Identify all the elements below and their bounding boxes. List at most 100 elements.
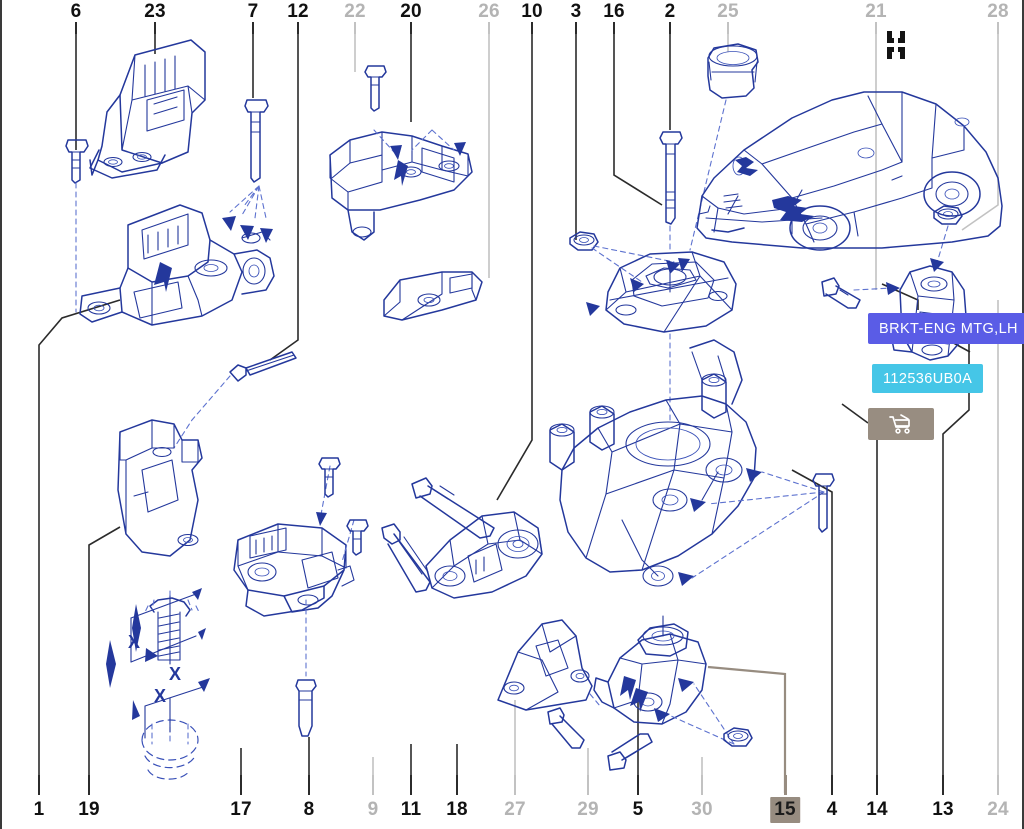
callout-25[interactable]: 25 xyxy=(717,1,739,22)
callout-17[interactable]: 17 xyxy=(230,799,252,820)
callout-13[interactable]: 13 xyxy=(932,799,954,820)
callout-tick-28 xyxy=(997,22,999,34)
callout-18[interactable]: 18 xyxy=(446,799,468,820)
callout-tick-18 xyxy=(456,775,458,795)
vehicle-illustration xyxy=(696,91,1003,251)
callout-tick-19 xyxy=(88,775,90,795)
callout-tick-21 xyxy=(875,22,877,34)
callout-1[interactable]: 1 xyxy=(33,799,45,820)
callout-8[interactable]: 8 xyxy=(303,799,315,820)
callout-10[interactable]: 10 xyxy=(521,1,543,22)
callout-2[interactable]: 2 xyxy=(664,1,676,22)
torque-legend-nut: X xyxy=(132,678,210,780)
callout-tick-10 xyxy=(531,22,533,34)
callout-tick-15 xyxy=(784,775,787,795)
part-10-long-bolt xyxy=(411,477,495,539)
callout-tick-16 xyxy=(613,22,615,34)
callout-5[interactable]: 5 xyxy=(632,799,644,820)
callout-tick-14 xyxy=(876,775,878,795)
callout-tick-2 xyxy=(669,22,671,34)
callout-tick-9 xyxy=(372,775,374,795)
callout-3[interactable]: 3 xyxy=(570,1,582,22)
callout-16[interactable]: 16 xyxy=(603,1,625,22)
part-26-cover xyxy=(383,271,483,321)
part-9-bolt-upper xyxy=(318,457,341,498)
part-11-rod xyxy=(381,523,431,593)
callout-22[interactable]: 22 xyxy=(344,1,366,22)
callout-tick-13 xyxy=(942,775,944,795)
part-1-mount-assembly xyxy=(79,185,275,326)
part-25-bush xyxy=(689,43,759,251)
callout-9[interactable]: 9 xyxy=(367,799,379,820)
part-30-nut xyxy=(723,727,753,747)
leader-lines xyxy=(38,22,999,793)
callout-12[interactable]: 12 xyxy=(287,1,309,22)
part-19-bracket xyxy=(117,419,203,557)
part-5-bolt xyxy=(607,733,653,771)
callout-19[interactable]: 19 xyxy=(78,799,100,820)
part-3-nut xyxy=(569,231,680,292)
part-4-bolt xyxy=(812,473,835,533)
part-23-bracket xyxy=(89,39,206,179)
callout-tick-29 xyxy=(587,775,589,795)
part-17-mount xyxy=(233,465,355,617)
callout-20[interactable]: 20 xyxy=(400,1,422,22)
svg-text:X: X xyxy=(169,664,181,684)
callout-24[interactable]: 24 xyxy=(987,799,1009,820)
part-6-bolt xyxy=(65,139,89,313)
svg-text:X: X xyxy=(128,632,140,652)
part-21-bolt xyxy=(821,277,861,309)
crosshair-markers xyxy=(887,31,905,59)
callout-26[interactable]: 26 xyxy=(478,1,500,22)
callout-tick-5 xyxy=(637,775,639,795)
callout-tick-26 xyxy=(488,22,490,34)
callout-28[interactable]: 28 xyxy=(987,1,1009,22)
part-8-bolt xyxy=(295,599,317,737)
callout-tick-1 xyxy=(38,775,40,795)
callout-tick-12 xyxy=(297,22,299,34)
part-16-engine-mount xyxy=(586,225,737,421)
callout-tick-27 xyxy=(514,775,516,795)
callout-6[interactable]: 6 xyxy=(70,1,82,22)
part-15-component xyxy=(593,615,735,745)
callout-tick-4 xyxy=(831,775,833,795)
part-name-tag[interactable]: BRKT-ENG MTG,LH xyxy=(868,313,1024,344)
callout-27[interactable]: 27 xyxy=(504,799,526,820)
part-number-text: 112536UB0A xyxy=(883,370,973,387)
callout-30[interactable]: 30 xyxy=(691,799,713,820)
callout-tick-11 xyxy=(410,775,412,795)
part-2-bolt xyxy=(659,131,683,225)
callout-tick-22 xyxy=(354,22,356,34)
part-name-text: BRKT-ENG MTG,LH xyxy=(879,320,1018,337)
add-to-cart-button[interactable] xyxy=(868,408,934,440)
part-28-nut xyxy=(930,205,963,272)
callout-tick-7 xyxy=(252,22,254,34)
callout-tick-25 xyxy=(727,22,729,34)
callout-14[interactable]: 14 xyxy=(866,799,888,820)
part-13-subframe xyxy=(549,339,825,587)
callout-7[interactable]: 7 xyxy=(247,1,259,22)
part-20-bracket xyxy=(329,129,473,241)
callout-tick-20 xyxy=(410,22,412,34)
part-7-bolt xyxy=(244,99,269,183)
svg-text:X: X xyxy=(154,686,166,706)
part-12-bolt xyxy=(173,351,297,449)
part-27-plate xyxy=(497,619,601,711)
callout-21[interactable]: 21 xyxy=(865,1,887,22)
callout-tick-17 xyxy=(240,775,242,795)
shopping-cart-icon xyxy=(889,414,910,434)
callout-4[interactable]: 4 xyxy=(826,799,838,820)
callout-tick-3 xyxy=(575,22,577,34)
callout-23[interactable]: 23 xyxy=(144,1,166,22)
part-22-bolt xyxy=(364,65,387,112)
part-number-tag[interactable]: 112536UB0A xyxy=(872,364,984,393)
callout-tick-23 xyxy=(154,22,156,34)
callout-11[interactable]: 11 xyxy=(400,799,422,820)
part-29-bolt xyxy=(547,707,585,749)
callout-tick-30 xyxy=(701,775,703,795)
callout-15[interactable]: 15 xyxy=(770,797,800,823)
callout-tick-6 xyxy=(75,22,77,34)
callout-tick-8 xyxy=(308,775,310,795)
callout-29[interactable]: 29 xyxy=(577,799,599,820)
